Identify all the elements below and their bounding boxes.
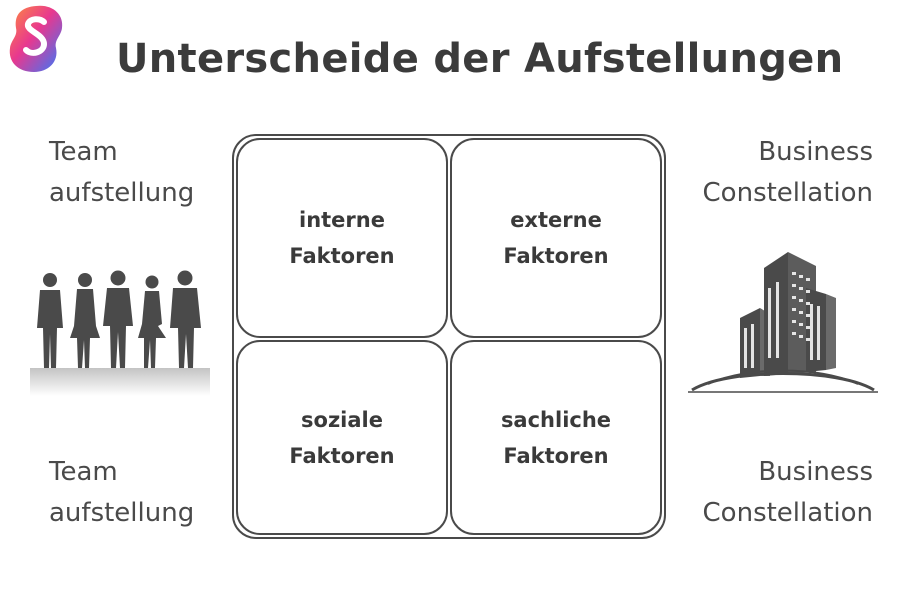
team-label-bottom: Team aufstellung — [49, 457, 195, 528]
s-brand-logo-icon — [9, 5, 63, 73]
business-label-top: Business Constellation — [702, 137, 873, 208]
page-title: Unterscheide der Aufstellungen — [116, 36, 844, 82]
team-silhouette-icon — [30, 270, 210, 396]
team-label-top: Team aufstellung — [49, 137, 195, 208]
quadrant-frame — [232, 134, 666, 539]
business-label-bottom: Business Constellation — [702, 457, 873, 528]
office-building-icon — [688, 252, 878, 393]
